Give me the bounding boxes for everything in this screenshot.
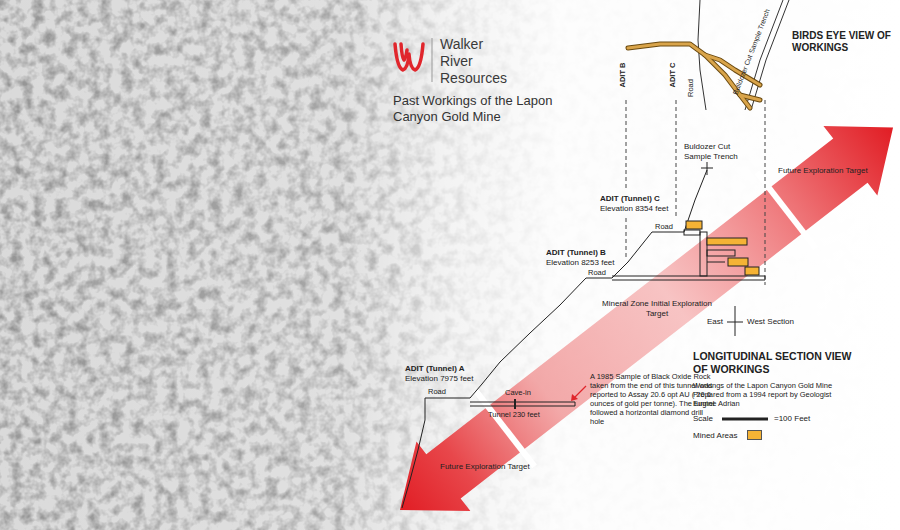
target-label: Future Exploration Target xyxy=(778,166,868,176)
scale-bar xyxy=(722,419,768,420)
target-label: Future Exploration Target xyxy=(440,462,530,472)
logo-divider xyxy=(432,38,433,82)
road-label: Road xyxy=(686,79,695,97)
target-band xyxy=(371,90,900,530)
orientation-cross xyxy=(727,306,743,336)
adit-label: ADIT B xyxy=(618,63,627,88)
logo-mark xyxy=(395,44,423,70)
legend-text: Mined Areas xyxy=(693,431,737,440)
road-label: Road xyxy=(428,387,446,396)
assay-callout: A 1985 Sample of Black Oxide Rock taken … xyxy=(590,372,715,426)
adit-label: ADIT C xyxy=(668,63,677,88)
callout-arrow xyxy=(571,386,586,401)
road-label: Road xyxy=(655,222,673,231)
direction-label: West Section xyxy=(747,317,794,327)
elevation-label: Elevation 7975 feet xyxy=(405,374,474,384)
cave-in-label: Cave-in xyxy=(505,388,531,397)
trench-label: Buldozer Cut Sample Trench xyxy=(684,142,746,161)
source-note: Workings of the Lapon Canyon Gold Mine P… xyxy=(693,381,841,408)
adit-label: ADIT (Tunnel) A xyxy=(405,364,465,374)
trench-label: Bulldozer Cut Sample Trench xyxy=(732,8,772,96)
elevation-label: Elevation 8253 feet xyxy=(546,258,615,268)
elevation-label: Elevation 8354 feet xyxy=(600,204,669,214)
title-text: Past Workings of the Lapon Canyon Gold M… xyxy=(393,93,588,124)
road-label: Road xyxy=(588,268,606,277)
legend-entry: Mined Areas xyxy=(693,430,762,440)
adit-label: ADIT (Tunnel) B xyxy=(546,248,606,258)
section-heading: LONGITUDINAL SECTION VIEW OF WORKINGS xyxy=(693,350,853,375)
company-name: Walker River Resources xyxy=(440,36,507,86)
adit-label: ADIT (Tunnel) C xyxy=(600,194,660,204)
view-heading: BIRDS EYE VIEW OF WORKINGS xyxy=(792,30,892,54)
tunnel-length: Tunnel 230 feet xyxy=(488,410,540,419)
direction-label: East xyxy=(707,317,723,327)
scale-value: =100 Feet xyxy=(774,414,810,424)
legend-swatch xyxy=(747,430,762,440)
zone-label: Mineral Zone Initial Exploration Target xyxy=(602,299,712,318)
ground-profile xyxy=(402,162,713,508)
projection-lines xyxy=(626,100,765,285)
